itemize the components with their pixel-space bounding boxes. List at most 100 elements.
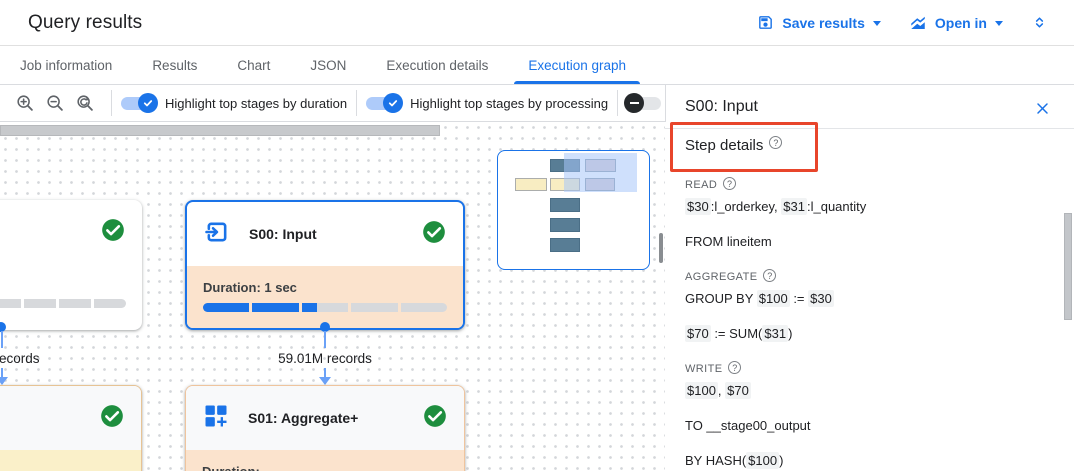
help-icon[interactable]: ? [723,177,737,190]
progress-segment [94,299,126,308]
tab-execution-details[interactable]: Execution details [386,57,489,73]
variable-highlight: $70 [725,382,751,399]
check-circle-icon [99,403,125,434]
graph-minimap[interactable] [497,150,650,270]
magnifier-reset-icon[interactable] [72,90,98,116]
open-in-button[interactable]: Open in [909,14,1003,32]
variable-highlight: $31 [781,198,807,215]
stage-details-panel: S00: Input Step details? READ?$30:l_orde… [665,85,1074,471]
execution-graph-canvas[interactable]: ecords S00: Input [0,122,665,471]
stage-card-partial-top[interactable] [0,200,142,330]
input-arrow-icon [203,218,231,251]
stage-card-s01[interactable]: S01: Aggregate+ Duration: [185,385,465,471]
help-icon[interactable]: ? [763,269,777,282]
save-results-button[interactable]: Save results [757,14,881,31]
tab-chart[interactable]: Chart [237,57,271,73]
progress-segment [0,299,21,308]
panel-title: S00: Input [685,98,758,115]
horizontal-scrollbar[interactable] [0,125,440,136]
magnifier-minus-icon[interactable] [42,90,68,116]
results-tab-bar: Job information Results Chart JSON Execu… [0,46,1074,85]
step-details-heading: Step details? [685,136,783,154]
unfold-more-icon[interactable] [1031,14,1048,31]
edge-arrowhead-icon [0,377,8,385]
save-results-label: Save results [782,14,865,31]
progress-segment [24,299,56,308]
dropdown-caret-icon [872,21,881,26]
close-icon[interactable] [1035,101,1050,116]
toolbar-divider [356,90,358,116]
progress-segment [203,303,250,312]
header: Query results Save results Open in [0,0,1074,46]
dropdown-caret-icon [995,21,1003,26]
variable-highlight: $70 [685,325,711,342]
progress-segment [301,303,349,312]
minimap-stage-rect [515,178,547,191]
step-code-line: TO __stage00_output [685,418,811,433]
edge-line [324,331,326,348]
edge-arrowhead-icon [319,377,331,385]
stage-duration-label: Duration: 1 sec [203,280,297,295]
minimap-stage-rect [550,218,580,232]
step-code-line: GROUP BY $100 := $30 [685,290,834,307]
edge-records-label: ecords [0,351,40,366]
step-code-line: FROM lineitem [685,234,772,249]
help-icon[interactable]: ? [769,136,783,149]
step-code-line: $100, $70 [685,382,751,399]
toggle-knob-minus-icon [624,93,645,113]
dashboard-plus-icon [202,402,230,435]
edge-line [1,368,3,378]
variable-highlight: $30 [685,198,711,215]
toggle-highlight-duration[interactable] [121,93,158,113]
minimap-stage-rect [550,238,580,252]
step-code-line: BY HASH($100) [685,452,784,469]
minimap-stage-rect [550,198,580,212]
progress-segment [252,303,299,312]
area-chart-icon [909,14,927,32]
toggle-highlight-processing[interactable] [366,93,404,113]
stage-title: S00: Input [249,226,317,242]
toggle-knob-check-icon [138,93,158,113]
stage-card-partial-bottom[interactable] [0,385,142,471]
magnifier-plus-icon[interactable] [12,90,38,116]
toggle-duration-label: Highlight top stages by duration [165,95,348,111]
check-circle-icon [100,217,126,248]
panel-vertical-scrollbar[interactable] [1064,213,1072,320]
stage-duration-label: Duration: [202,464,448,471]
step-section-label: AGGREGATE? [685,269,1040,285]
stage-progress-bar [0,299,126,308]
progress-segment [400,303,448,312]
tab-json[interactable]: JSON [310,57,347,73]
tab-results[interactable]: Results [152,57,198,73]
graph-vertical-scrollbar[interactable] [659,233,663,263]
stage-card-s00[interactable]: S00: Input Duration: 1 sec [185,200,465,330]
minimap-viewport[interactable] [564,153,637,192]
stage-progress-bar [203,303,448,312]
step-section-label: WRITE? [685,361,1040,377]
step-section-label: READ? [685,177,1040,193]
variable-highlight: $100 [756,290,790,307]
toggle-knob-check-icon [383,93,404,113]
edge-output-dot [0,322,6,332]
toggle-dark-off[interactable] [624,93,662,113]
variable-highlight: $30 [808,290,834,307]
page-title: Query results [28,11,143,33]
toolbar-divider [111,90,112,116]
step-code-line: $70 := SUM($31) [685,325,793,342]
tab-execution-graph[interactable]: Execution graph [508,46,646,84]
save-icon [757,14,774,31]
edge-line [1,331,3,348]
edge-line [324,368,326,378]
toggle-processing-label: Highlight top stages by processing [410,95,609,111]
check-circle-icon [421,219,447,250]
header-actions: Save results Open in [757,14,1048,32]
edge-records-label: 59.01M records [278,351,372,366]
help-icon[interactable]: ? [728,361,742,374]
stage-title: S01: Aggregate+ [248,410,359,426]
toolbar-divider [617,90,619,116]
variable-highlight: $31 [762,325,789,342]
progress-segment [59,299,91,308]
tab-job-information[interactable]: Job information [20,57,113,73]
